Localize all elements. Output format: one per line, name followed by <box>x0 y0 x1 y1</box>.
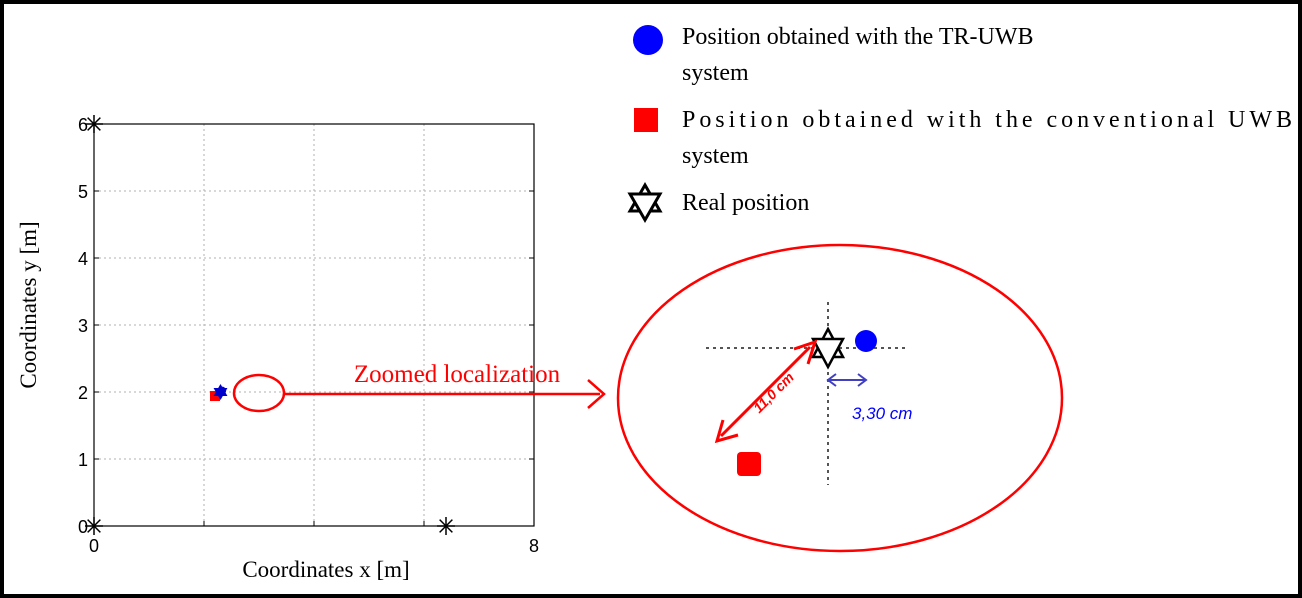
y-tick-label: 5 <box>78 182 88 202</box>
y-tick-label: 0 <box>78 517 88 537</box>
y-tick-label: 4 <box>78 249 88 269</box>
y-tick-label: 2 <box>78 383 88 403</box>
point-conventional-uwb <box>210 391 220 402</box>
zoom-ellipse <box>616 243 1064 553</box>
distance-arrow-tr-head-2 <box>857 373 868 387</box>
x-tick-label: 8 <box>529 536 539 556</box>
anchor-asterisk-marker <box>85 517 103 535</box>
legend-conventional-marker <box>634 108 658 132</box>
zoom-callout: Zoomed localization <box>232 361 606 413</box>
x-tick-label: 0 <box>89 536 99 556</box>
zoom-label: Zoomed localization <box>354 361 561 388</box>
legend-conventional-label-line2: system <box>682 143 749 169</box>
distance-arrow-conventional-head-1 <box>714 419 739 444</box>
data-points <box>210 384 228 402</box>
legend-real-position-marker <box>627 181 663 224</box>
anchor-markers <box>85 115 455 535</box>
distance-arrow-tr-head-1 <box>826 373 837 387</box>
legend-real-position-label: Real position <box>682 190 809 216</box>
y-axis-ticks: 0 1 2 3 4 5 6 <box>78 115 534 537</box>
y-axis-label: Coordinates y [m] <box>16 221 41 388</box>
grid <box>94 124 534 526</box>
distance-label-tr: 3,30 cm <box>852 404 912 423</box>
anchor-asterisk-marker <box>437 517 455 535</box>
x-axis-label: Coordinates x [m] <box>242 557 409 582</box>
zoom-real-position-hexagram <box>810 326 846 370</box>
zoom-tr-uwb-point <box>855 330 877 352</box>
distance-arrow-conventional-head-2 <box>793 339 818 365</box>
anchor-asterisk-marker <box>85 115 103 133</box>
point-real-position <box>213 384 228 400</box>
y-tick-label: 3 <box>78 316 88 336</box>
legend-tr-uwb-marker <box>633 25 663 55</box>
zoom-conventional-point <box>737 452 761 476</box>
distance-arrow-conventional <box>719 345 812 438</box>
y-tick-label: 6 <box>78 115 88 135</box>
legend-tr-uwb-label-line1: Position obtained with the TR-UWB <box>682 24 1034 50</box>
y-tick-label: 1 <box>78 450 88 470</box>
legend-tr-uwb-label-line2: system <box>682 60 749 86</box>
zoom-arrow-head <box>587 379 606 409</box>
